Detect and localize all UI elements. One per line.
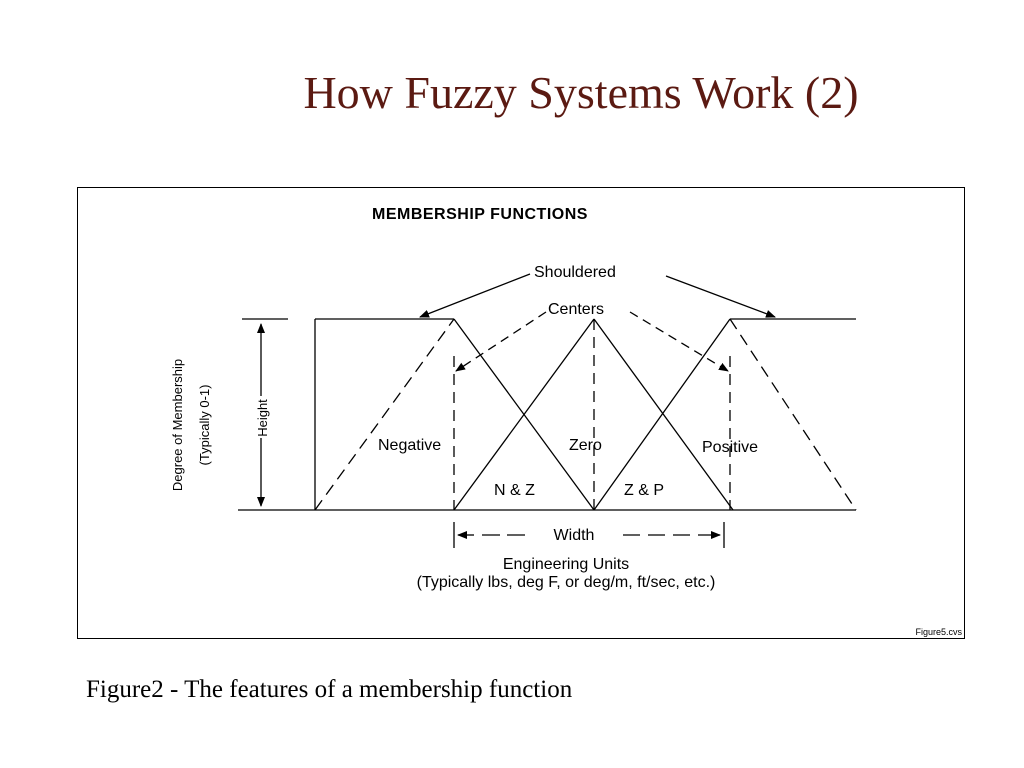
membership-diagram: MEMBERSHIP FUNCTIONS bbox=[170, 206, 962, 637]
zero-set-shape bbox=[453, 318, 734, 511]
axis-baseline bbox=[238, 318, 856, 511]
positive-label: Positive bbox=[702, 439, 758, 456]
membership-functions-figure: MEMBERSHIP FUNCTIONS bbox=[77, 187, 965, 639]
center-lines bbox=[453, 319, 731, 510]
nz-overlap-label: N & Z bbox=[494, 482, 535, 499]
slide-title: How Fuzzy Systems Work (2) bbox=[303, 67, 859, 118]
centers-arrows bbox=[455, 311, 729, 372]
width-label: Width bbox=[554, 527, 595, 544]
centers-label: Centers bbox=[548, 301, 604, 318]
zp-overlap-label: Z & P bbox=[624, 482, 664, 499]
x-axis-sublabel: (Typically lbs, deg F, or deg/m, ft/sec,… bbox=[417, 574, 716, 591]
height-label: Height bbox=[255, 399, 270, 437]
y-axis-sublabel: (Typically 0-1) bbox=[197, 385, 212, 466]
width-arrow bbox=[453, 522, 725, 548]
shouldered-arrows bbox=[419, 273, 776, 318]
diagram-heading: MEMBERSHIP FUNCTIONS bbox=[372, 206, 588, 223]
zero-label: Zero bbox=[569, 437, 602, 454]
figure-caption: Figure2 - The features of a membership f… bbox=[86, 676, 573, 703]
shouldered-label: Shouldered bbox=[534, 264, 616, 281]
positive-set-shape bbox=[593, 318, 857, 511]
negative-label: Negative bbox=[378, 437, 441, 454]
y-axis-label: Degree of Membership bbox=[170, 359, 185, 491]
figure-file-label: Figure5.cvs bbox=[915, 627, 962, 637]
x-axis-label: Engineering Units bbox=[503, 556, 629, 573]
